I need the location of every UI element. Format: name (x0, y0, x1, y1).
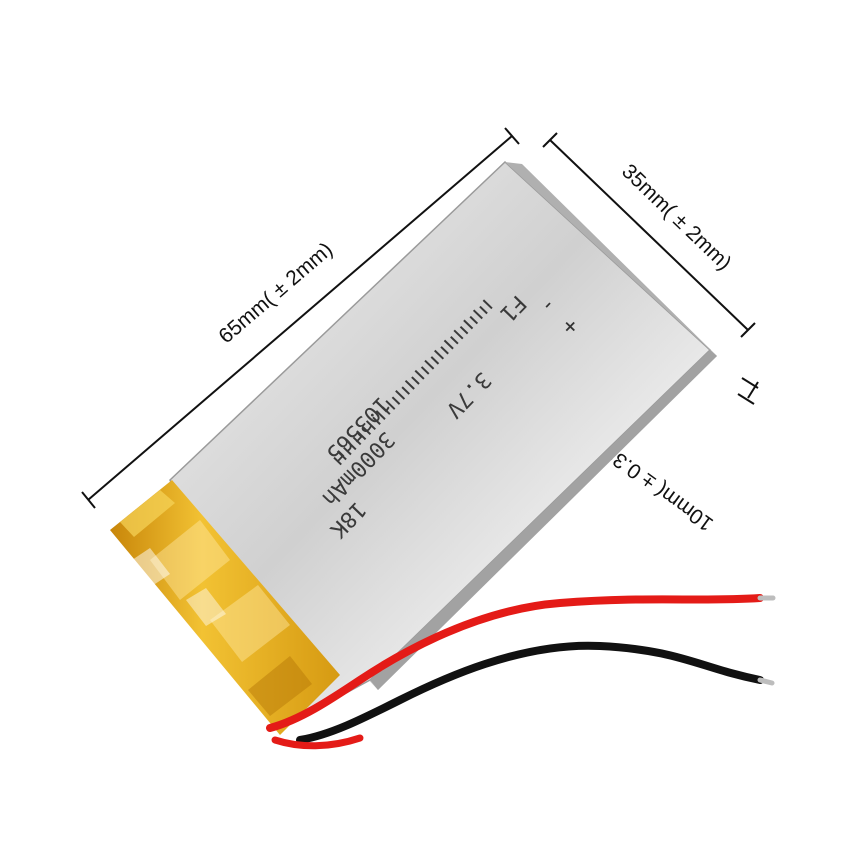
battery-cell: 103565 3000mAh 3.7V 18K F1 (169, 160, 717, 730)
width-label: 35mm( ± 2mm) (617, 160, 736, 275)
black-wire (296, 641, 764, 744)
tape-end-cap (110, 480, 340, 735)
red-wire-lower (271, 734, 364, 750)
lead-wires (266, 594, 776, 750)
barcode-lines (333, 299, 493, 466)
black-wire-tip (757, 677, 775, 686)
length-label: 65mm( ± 2mm) (214, 238, 337, 348)
red-wire (266, 594, 764, 732)
